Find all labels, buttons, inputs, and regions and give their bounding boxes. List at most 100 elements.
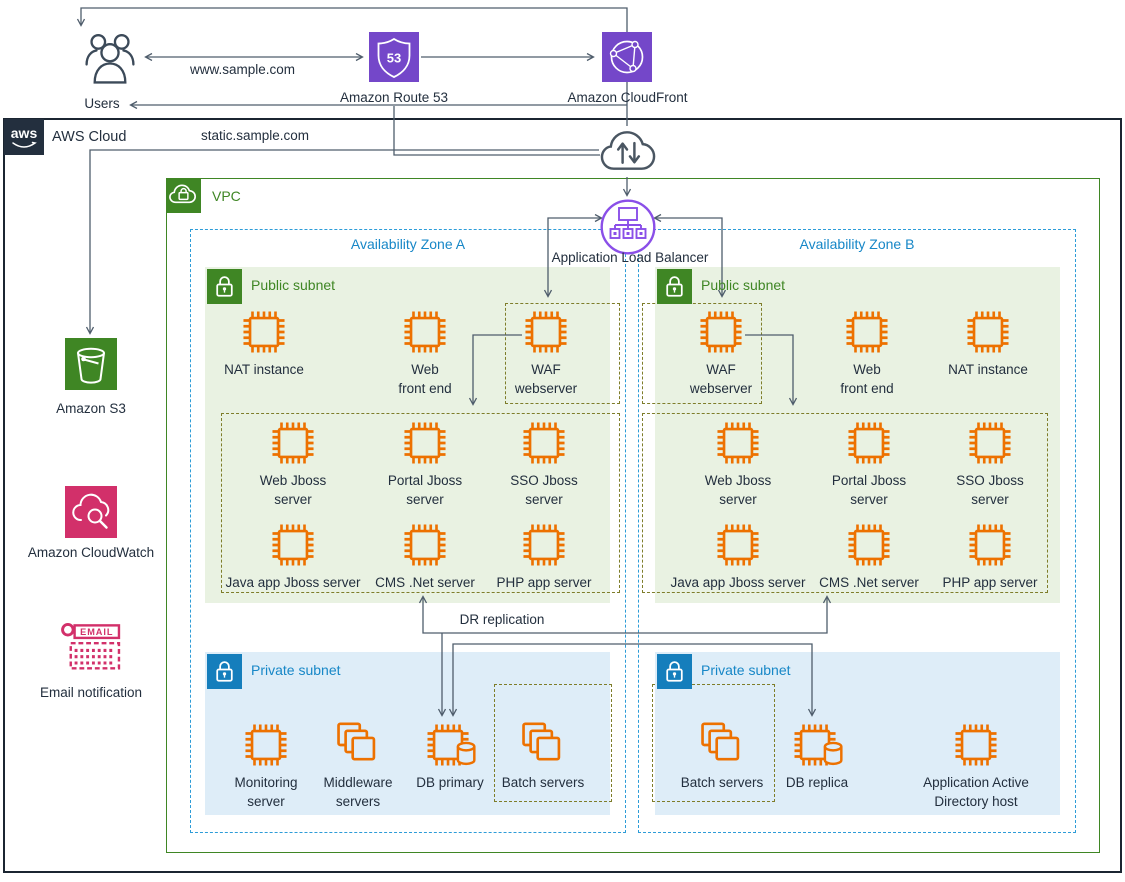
ec2-chip-icon	[521, 420, 567, 466]
instance-label: Web Jboss	[704, 473, 772, 488]
cloudwatch-icon	[65, 486, 117, 538]
users-label: Users	[84, 96, 120, 111]
php-app-server-b: PHP app server	[910, 522, 1070, 592]
instance-label: PHP app server	[942, 575, 1038, 590]
aws-logo: aws	[4, 119, 44, 155]
instance-label: webserver	[689, 381, 753, 396]
aws-cloud-label: AWS Cloud	[52, 129, 127, 145]
instance-label: Monitoring	[234, 775, 298, 790]
instance-label: Directory host	[934, 794, 1018, 809]
batch-servers-a: Batch servers	[463, 722, 623, 792]
ec2-chip-icon	[715, 420, 761, 466]
instance-label: CMS .Net server	[375, 575, 475, 590]
ec2-stack-icon	[335, 722, 381, 768]
instance-label: NAT instance	[948, 362, 1028, 377]
instance-label: server	[274, 492, 312, 507]
ec2-chip-icon	[844, 309, 890, 355]
vpc-boundary	[166, 178, 1100, 853]
static-domain-label: static.sample.com	[200, 128, 310, 143]
users-icon	[83, 30, 137, 88]
route53-icon: 53	[369, 32, 419, 82]
public-subnet-b-area	[655, 267, 1060, 603]
instance-label: server	[247, 794, 285, 809]
instance-label: Application Active	[923, 775, 1029, 790]
lock-icon	[207, 654, 242, 689]
ec2-chip-icon	[698, 309, 744, 355]
instance-label: WAF	[706, 362, 736, 377]
web-front-end: Web front end	[345, 309, 505, 398]
instance-label: SSO Jboss	[510, 473, 578, 488]
amazon-cloudwatch-label: Amazon CloudWatch	[27, 545, 155, 560]
vpc-cloud-lock-icon	[166, 178, 201, 213]
web-front-end-b: Web front end	[787, 309, 947, 398]
java-app-jboss-server: Java app Jboss server	[213, 522, 373, 592]
instance-label: Portal Jboss	[831, 473, 907, 488]
sso-jboss-server-b: SSO Jboss server	[910, 420, 1070, 509]
ec2-chip-icon	[846, 522, 892, 568]
instance-label: front end	[398, 381, 452, 396]
alb-label: Application Load Balancer	[551, 250, 709, 265]
email-notification-label: Email notification	[39, 685, 143, 700]
cloud-updown-arrows-icon	[599, 126, 658, 176]
public-subnet-b-label: Public subnet	[701, 277, 786, 293]
instance-label: server	[406, 492, 444, 507]
middleware-servers: Middleware servers	[278, 722, 438, 811]
cloudfront-label: Amazon CloudFront	[567, 90, 688, 105]
ec2-db-icon	[425, 722, 476, 768]
java-app-jboss-server-b: Java app Jboss server	[658, 522, 818, 592]
instance-label: Web	[853, 362, 881, 377]
cms-dotnet-server-b: CMS .Net server	[789, 522, 949, 592]
web-jboss-server-b: Web Jboss server	[658, 420, 818, 509]
vpc-label: VPC	[212, 188, 241, 204]
monitoring-server: Monitoring server	[186, 722, 346, 811]
svg-text:53: 53	[387, 51, 401, 66]
instance-label: server	[719, 492, 757, 507]
instance-label: server	[525, 492, 563, 507]
ec2-chip-icon	[241, 309, 287, 355]
ec2-stack-icon	[699, 722, 745, 768]
sso-jboss-server: SSO Jboss server	[464, 420, 624, 509]
instance-label: NAT instance	[224, 362, 304, 377]
instance-label: Java app Jboss server	[670, 575, 806, 590]
ec2-chip-icon	[521, 522, 567, 568]
public-subnet-a-label: Public subnet	[251, 277, 336, 293]
lock-icon	[657, 654, 692, 689]
cloudfront-icon	[602, 32, 652, 82]
instance-label: Middleware	[323, 775, 393, 790]
ec2-chip-icon	[965, 309, 1011, 355]
ec2-chip-icon	[846, 420, 892, 466]
instance-label: Java app Jboss server	[225, 575, 361, 590]
php-app-server: PHP app server	[464, 522, 624, 592]
ec2-chip-icon	[270, 522, 316, 568]
amazon-s3-label: Amazon S3	[56, 401, 126, 416]
instance-label: webserver	[514, 381, 578, 396]
instance-label: server	[971, 492, 1009, 507]
instance-label: SSO Jboss	[956, 473, 1024, 488]
ec2-chip-icon	[402, 522, 448, 568]
ec2-chip-icon	[953, 722, 999, 768]
email-notification-icon: EMAIL	[60, 622, 122, 676]
www-domain-label: www.sample.com	[189, 62, 296, 77]
private-subnet-a-label: Private subnet	[251, 662, 341, 678]
ec2-chip-icon	[270, 420, 316, 466]
ec2-chip-icon	[715, 522, 761, 568]
svg-text:EMAIL: EMAIL	[80, 627, 113, 637]
nat-instance-b: NAT instance	[908, 309, 1068, 379]
instance-label: Web	[411, 362, 439, 377]
s3-bucket-icon	[65, 338, 117, 390]
nat-instance: NAT instance	[184, 309, 344, 379]
availability-zone-b-boundary	[638, 229, 1076, 833]
db-primary: DB primary	[370, 722, 530, 792]
app-tier-a-box	[221, 413, 620, 593]
dr-replication-label: DR replication	[459, 612, 545, 627]
waf-webserver-b: WAF webserver	[641, 309, 801, 398]
instance-label: Web Jboss	[259, 473, 327, 488]
aws-logo-text: aws	[11, 125, 38, 141]
cms-dotnet-server: CMS .Net server	[345, 522, 505, 592]
instance-label: front end	[840, 381, 894, 396]
instance-label: servers	[335, 794, 381, 809]
instance-label: DB primary	[416, 775, 484, 790]
